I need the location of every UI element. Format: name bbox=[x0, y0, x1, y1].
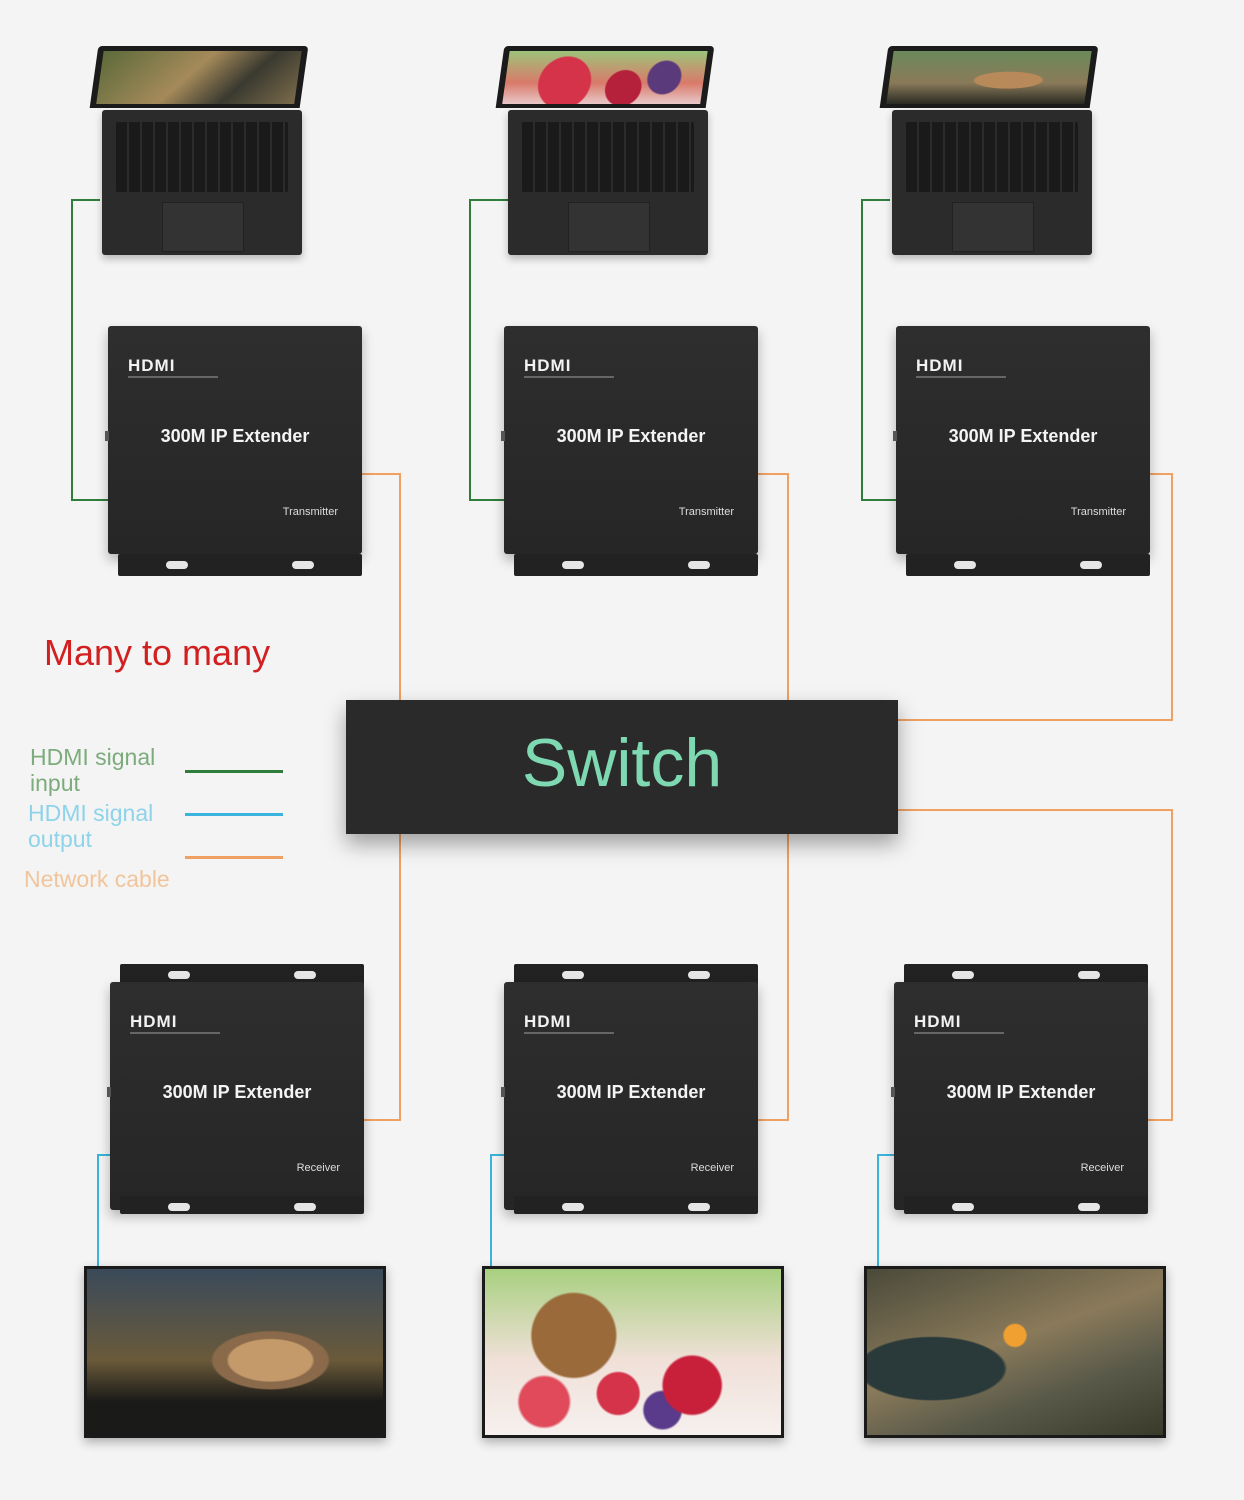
source-laptop-3 bbox=[874, 46, 1104, 261]
device-role: Transmitter bbox=[1070, 506, 1126, 518]
trackpad bbox=[568, 202, 650, 252]
receiver-3: HDMI 300M IP Extender Receiver bbox=[891, 964, 1148, 1216]
hdmi-logo: HDMI bbox=[524, 356, 572, 375]
keyboard bbox=[522, 122, 694, 192]
receiver-1: HDMI 300M IP Extender Receiver bbox=[107, 964, 364, 1216]
network-wire-tx-3 bbox=[898, 473, 1173, 721]
hdmi-port bbox=[891, 1087, 895, 1097]
network-switch: Switch bbox=[346, 700, 898, 834]
transmitter-2: HDMI 300M IP Extender Transmitter bbox=[501, 326, 758, 578]
mounting-bracket bbox=[514, 1196, 758, 1214]
mounting-bracket bbox=[904, 1196, 1148, 1214]
hdmi-port bbox=[501, 1087, 505, 1097]
device-title: 300M IP Extender bbox=[946, 1082, 1096, 1102]
monitor-screen-chipmunk bbox=[87, 1269, 383, 1435]
legend-hdmi-input-line bbox=[185, 770, 283, 773]
device-title: 300M IP Extender bbox=[160, 426, 310, 446]
device-title: 300M IP Extender bbox=[948, 426, 1098, 446]
hdmi-port bbox=[107, 1087, 111, 1097]
display-monitor-3 bbox=[864, 1266, 1166, 1438]
mounting-bracket bbox=[118, 554, 362, 576]
network-wire-tx-2 bbox=[752, 473, 789, 700]
transmitter-3: HDMI 300M IP Extender Transmitter bbox=[893, 326, 1150, 578]
source-laptop-2 bbox=[490, 46, 720, 261]
monitor-screen-berries bbox=[485, 1269, 781, 1435]
device-role: Receiver bbox=[690, 1162, 734, 1174]
legend-network-line bbox=[185, 856, 283, 859]
source-laptop-1 bbox=[84, 46, 314, 261]
device-title: 300M IP Extender bbox=[556, 1082, 706, 1102]
device-title: 300M IP Extender bbox=[162, 1082, 312, 1102]
mounting-bracket bbox=[514, 964, 758, 986]
legend-network-label: Network cable bbox=[24, 866, 170, 892]
hdmi-logo: HDMI bbox=[914, 1012, 962, 1031]
keyboard bbox=[116, 122, 288, 192]
mounting-bracket bbox=[120, 1196, 364, 1214]
mounting-bracket bbox=[904, 964, 1148, 986]
hdmi-port bbox=[105, 431, 109, 441]
legend-hdmi-input-label: HDMI signal input bbox=[30, 744, 156, 796]
diagram-heading: Many to many bbox=[44, 632, 271, 673]
mounting-bracket bbox=[906, 554, 1150, 576]
hdmi-logo: HDMI bbox=[916, 356, 964, 375]
hdmi-logo: HDMI bbox=[524, 1012, 572, 1031]
device-title: 300M IP Extender bbox=[556, 426, 706, 446]
mounting-bracket bbox=[120, 964, 364, 986]
laptop-screen-shooter-game bbox=[96, 51, 302, 104]
hdmi-output-wire-3 bbox=[877, 1154, 896, 1268]
switch-label: Switch bbox=[521, 725, 723, 801]
hdmi-logo: HDMI bbox=[130, 1012, 178, 1031]
device-role: Transmitter bbox=[678, 506, 734, 518]
keyboard bbox=[906, 122, 1078, 192]
hdmi-port bbox=[501, 431, 505, 441]
laptop-screen-chipmunk bbox=[886, 51, 1092, 104]
mounting-bracket bbox=[514, 554, 758, 576]
trackpad bbox=[952, 202, 1034, 252]
hdmi-input-wire-2 bbox=[469, 199, 510, 501]
network-wire-rx-1 bbox=[364, 834, 401, 1121]
display-monitor-1 bbox=[84, 1266, 386, 1438]
hdmi-output-wire-1 bbox=[97, 1154, 112, 1268]
network-wire-rx-3 bbox=[898, 809, 1173, 1121]
network-wire-tx-1 bbox=[362, 473, 401, 700]
legend-hdmi-output-line bbox=[185, 813, 283, 816]
hdmi-input-wire-1 bbox=[71, 199, 108, 501]
device-role: Receiver bbox=[296, 1162, 340, 1174]
monitor-screen-shooter-game bbox=[867, 1269, 1163, 1435]
device-role: Transmitter bbox=[282, 506, 338, 518]
receiver-2: HDMI 300M IP Extender Receiver bbox=[501, 964, 758, 1216]
legend-hdmi-output-label: HDMI signal output bbox=[28, 800, 154, 852]
device-role: Receiver bbox=[1080, 1162, 1124, 1174]
hdmi-input-wire-3 bbox=[861, 199, 896, 501]
laptop-screen-berries bbox=[502, 51, 708, 104]
network-wire-rx-2 bbox=[752, 834, 789, 1121]
hdmi-output-wire-2 bbox=[490, 1154, 506, 1268]
hdmi-logo: HDMI bbox=[128, 356, 176, 375]
transmitter-1: HDMI 300M IP Extender Transmitter bbox=[105, 326, 362, 578]
hdmi-port bbox=[893, 431, 897, 441]
trackpad bbox=[162, 202, 244, 252]
display-monitor-2 bbox=[482, 1266, 784, 1438]
